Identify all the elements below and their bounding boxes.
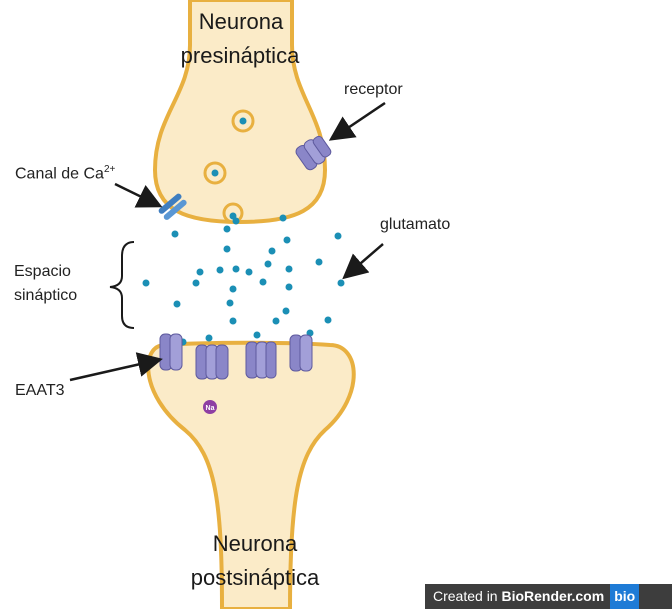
glutamate-molecule [335, 233, 342, 240]
glutamate-arrow [346, 244, 383, 276]
glutamate-molecule [227, 300, 234, 307]
postsynaptic-title-line1: Neurona [195, 530, 315, 558]
receptor-arrow [333, 103, 385, 138]
glutamate-molecule [265, 261, 272, 268]
glutamate-molecule [325, 317, 332, 324]
glutamate-molecule [224, 246, 231, 253]
eaat3-transporter [290, 335, 312, 371]
glutamate-molecule [260, 279, 267, 286]
eaat3-label: EAAT3 [15, 381, 65, 401]
biorender-logo: bio [610, 584, 639, 609]
glutamate-molecule [143, 280, 150, 287]
glutamate-molecule [254, 332, 261, 339]
eaat3-transporter [160, 334, 182, 370]
glutamate-molecule [246, 269, 253, 276]
glutamate-molecule [206, 335, 213, 342]
glutamate-molecule [174, 301, 181, 308]
footer-prefix: Created in [433, 588, 501, 604]
glutamate-molecule [338, 280, 345, 287]
glutamate-molecule [197, 269, 204, 276]
biorender-credit-footer[interactable]: Created in BioRender.com bio [425, 584, 672, 609]
glutamate-molecule [172, 231, 179, 238]
glutamate-molecule [233, 266, 240, 273]
glutamate-molecules [143, 215, 345, 346]
glutamate-molecule [284, 237, 291, 244]
sodium-ion: Na [203, 400, 217, 414]
vesicle-content [212, 170, 219, 177]
glutamate-molecule [193, 280, 200, 287]
glutamate-molecule [217, 267, 224, 274]
sodium-ion-label: Na [206, 405, 215, 412]
glutamate-label: glutamato [380, 215, 450, 235]
eaat3-arrow [70, 360, 158, 380]
footer-brand: BioRender.com [501, 588, 604, 604]
calcium-charge: 2+ [104, 164, 115, 175]
receptor-label: receptor [344, 80, 403, 100]
calcium-channel-arrow [115, 184, 158, 205]
presynaptic-title-line1: Neurona [190, 8, 292, 36]
eaat3-transporter [246, 342, 276, 378]
glutamate-molecule [283, 308, 290, 315]
glutamate-molecule [273, 318, 280, 325]
synaptic-space-label-line1: Espacio [14, 262, 71, 282]
glutamate-molecule [230, 286, 237, 293]
glutamate-molecule [224, 226, 231, 233]
glutamate-molecule [280, 215, 287, 222]
glutamate-molecule [286, 284, 293, 291]
glutamate-molecule [230, 318, 237, 325]
presynaptic-title-line2: presináptica [165, 42, 315, 70]
glutamate-molecule [316, 259, 323, 266]
synaptic-space-label-line2: sináptico [14, 286, 77, 306]
calcium-channel-label-text: Canal de Ca [15, 165, 104, 182]
glutamate-molecule [233, 218, 240, 225]
synaptic-space-brace [110, 242, 134, 328]
glutamate-molecule [286, 266, 293, 273]
vesicle-content [240, 118, 247, 125]
glutamate-molecule [269, 248, 276, 255]
eaat3-transporter [196, 345, 228, 379]
calcium-channel-label: Canal de Ca2+ [15, 160, 115, 184]
postsynaptic-title-line2: postsináptica [175, 564, 335, 592]
